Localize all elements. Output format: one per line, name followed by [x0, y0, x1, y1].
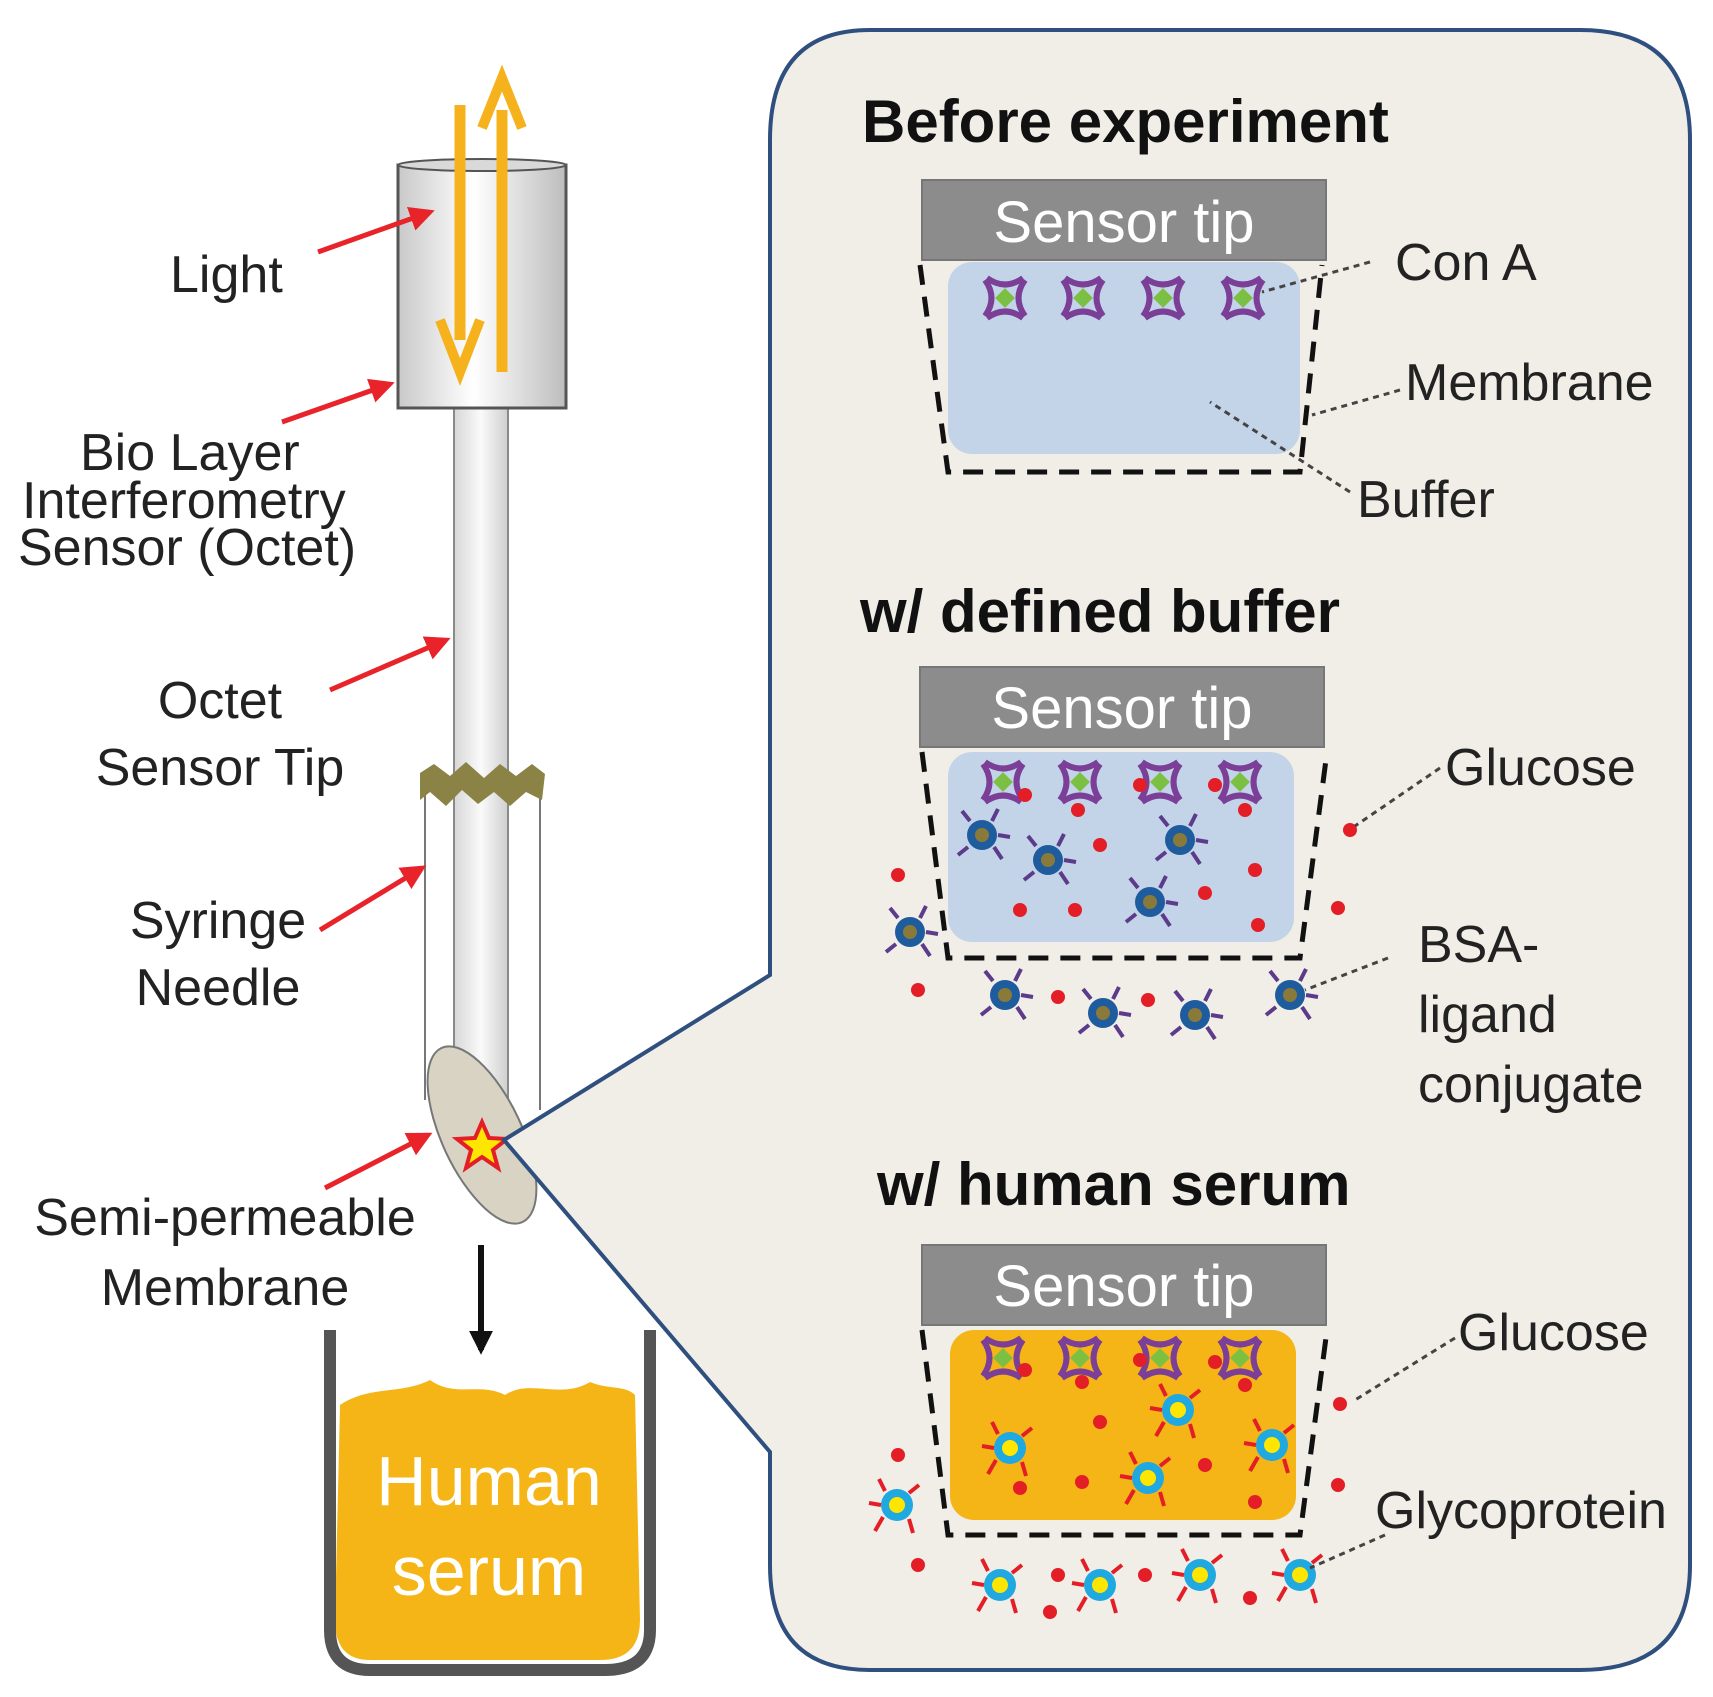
bli-label-line3: Sensor (Octet) — [18, 519, 356, 577]
panel2-title: w/ defined buffer — [859, 578, 1340, 645]
panel2-label-conjugate: conjugate — [1418, 1056, 1644, 1114]
panel2-label-ligand: ligand — [1418, 986, 1557, 1044]
serum-label-line1: Human — [376, 1442, 602, 1520]
panel2-label-glucose: Glucose — [1445, 739, 1636, 797]
panel3-leader-lines — [1309, 1336, 1456, 1570]
semi-label-line1: Semi-permeable — [34, 1189, 416, 1247]
pointer-arrows — [281, 206, 451, 1191]
panel3-sensor-tip-bar — [921, 1244, 1327, 1326]
zoom-star-icon — [451, 1117, 513, 1173]
panel2-label-bsa: BSA- — [1418, 916, 1539, 974]
panel3-title: w/ human serum — [876, 1151, 1350, 1218]
panel2-glucose-dots — [891, 778, 1357, 1007]
panel3-sensor-tip-label: Sensor tip — [993, 1254, 1254, 1319]
panel3-label-glucose: Glucose — [1458, 1304, 1649, 1362]
bli-sensor-cylinder-top — [397, 158, 567, 172]
bli-label-line2: Interferometry — [22, 472, 346, 530]
panel1-title: Before experiment — [862, 88, 1389, 155]
bli-sensor-cylinder — [396, 163, 568, 410]
panel1-buffer — [948, 262, 1300, 454]
panel1-label-membrane: Membrane — [1405, 354, 1654, 412]
bli-label-line1: Bio Layer — [80, 424, 300, 482]
panel1-membrane — [917, 264, 1325, 475]
syringe-needle — [424, 790, 541, 1110]
light-label: Light — [170, 246, 283, 304]
panel2-sensor-tip-bar — [919, 666, 1325, 748]
panel1-leader-lines — [1209, 260, 1401, 494]
panel1-sensor-tip-bar — [921, 179, 1327, 261]
panel2-leader-lines — [1304, 766, 1441, 992]
panel3-serum — [950, 1330, 1296, 1520]
octet-label-line2: Sensor Tip — [96, 739, 345, 797]
binding-wrap — [420, 762, 545, 806]
panel2-membrane — [919, 751, 1330, 961]
syringe-label-line2: Needle — [136, 959, 301, 1017]
panel3-label-glycoprotein: Glycoprotein — [1375, 1482, 1667, 1540]
panel1-label-con-a: Con A — [1395, 234, 1537, 292]
panel1-sensor-tip-label: Sensor tip — [993, 190, 1254, 255]
serum-beaker — [324, 1330, 656, 1676]
syringe-label-line1: Syringe — [130, 892, 306, 950]
light-arrows — [435, 64, 527, 386]
octet-label-line1: Octet — [158, 672, 283, 730]
semi-label-line2: Membrane — [101, 1259, 350, 1317]
serum-label-line2: serum — [392, 1532, 586, 1610]
panel2-sensor-tip-label: Sensor tip — [991, 676, 1252, 741]
panel1-label-buffer: Buffer — [1357, 471, 1495, 529]
panel3-membrane — [919, 1329, 1330, 1538]
panel3-glucose-dots — [891, 1353, 1347, 1619]
